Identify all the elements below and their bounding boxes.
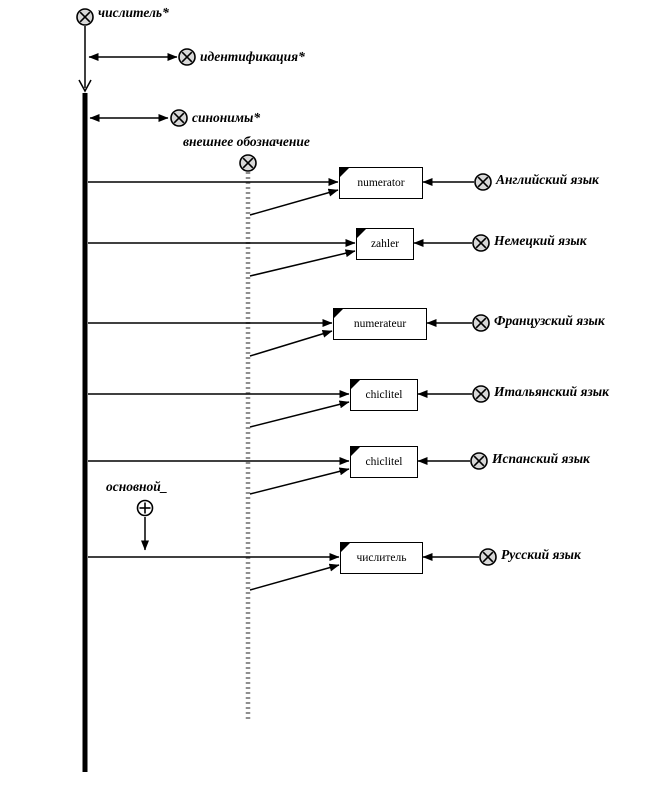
term-box: numerateur [333, 308, 427, 340]
folded-corner-icon [333, 308, 344, 319]
term-label: zahler [370, 238, 400, 250]
attribute-arrows [88, 53, 178, 122]
concept-label: числитель* [98, 5, 169, 20]
language-circle-icon-russian [479, 548, 497, 566]
language-circle-icon-french [472, 314, 490, 332]
term-label: numerateur [353, 318, 407, 330]
external-designation-circle-icon [239, 154, 257, 172]
identification-circle-icon [178, 48, 196, 66]
language-circle-icon-spanish [470, 452, 488, 470]
folded-corner-icon [340, 542, 351, 553]
folded-corner-icon [350, 446, 361, 457]
language-label: Итальянский язык [494, 384, 609, 399]
language-label: Английский язык [496, 172, 599, 187]
term-connectors [88, 178, 479, 591]
term-box: chiclitel [350, 379, 418, 411]
term-label: числитель [356, 552, 407, 564]
plus-circle-icon [136, 499, 154, 517]
term-box: chiclitel [350, 446, 418, 478]
term-label: numerator [357, 177, 405, 189]
language-label: Немецкий язык [494, 233, 587, 248]
language-label: Французский язык [494, 313, 605, 328]
identification-label: идентификация* [200, 49, 305, 64]
language-circle-icon-english [474, 173, 492, 191]
folded-corner-icon [356, 228, 367, 239]
concept-circle-icon [76, 8, 94, 26]
term-label: chiclitel [365, 389, 403, 401]
synonyms-circle-icon [170, 109, 188, 127]
concept-axis [78, 26, 92, 772]
synonyms-label: синонимы* [192, 110, 261, 125]
external-designation-label: внешнее обозначение [183, 134, 310, 149]
language-label: Русский язык [501, 547, 581, 562]
language-circle-icon-german [472, 234, 490, 252]
folded-corner-icon [350, 379, 361, 390]
term-box: числитель [340, 542, 423, 574]
folded-corner-icon [339, 167, 350, 178]
language-label: Испанский язык [492, 451, 590, 466]
term-box: zahler [356, 228, 414, 260]
basic-label: основной_ [106, 479, 168, 494]
term-box: numerator [339, 167, 423, 199]
language-circle-icon-italian [472, 385, 490, 403]
term-label: chiclitel [365, 456, 403, 468]
